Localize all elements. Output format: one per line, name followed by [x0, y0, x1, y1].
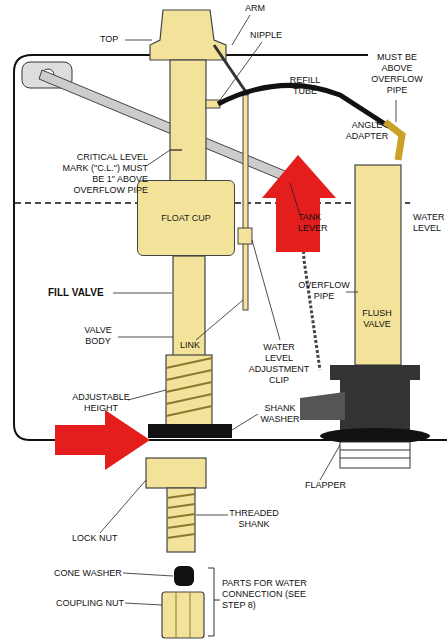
- adjustment-clip: [238, 228, 252, 244]
- leader-line: [290, 183, 300, 215]
- leader-line: [100, 480, 146, 533]
- thread-stripes: [166, 358, 212, 416]
- part-label: OVERFLOW PIPE: [298, 280, 350, 302]
- part-label: THREADED SHANK: [224, 508, 284, 530]
- leader-line: [220, 42, 262, 100]
- leader-line: [125, 603, 162, 605]
- flush-valve-shank: [340, 442, 410, 468]
- cone-washer: [174, 566, 194, 586]
- part-label: NIPPLE: [250, 30, 300, 41]
- part-label: REFILL TUBE: [285, 75, 325, 97]
- leader-line: [396, 100, 397, 122]
- leader-line: [196, 515, 228, 516]
- part-label: WATER LEVEL ADJUSTMENT CLIP: [248, 342, 310, 386]
- leader-line: [128, 390, 166, 400]
- link-rod: [243, 95, 248, 310]
- overflow-pipe: [355, 165, 401, 365]
- part-label: MUST BE ABOVE OVERFLOW PIPE: [368, 52, 426, 96]
- leader-line: [232, 15, 250, 45]
- part-label: CONE WASHER: [54, 568, 134, 579]
- critical-level-mark: [170, 149, 182, 151]
- leader-line: [113, 293, 172, 294]
- part-label: WATER LEVEL: [413, 212, 447, 234]
- nut-facets: [176, 592, 190, 638]
- leader-lines: [100, 15, 396, 605]
- float-cup: FLOAT CUP: [137, 180, 235, 256]
- tank-wall: [14, 72, 447, 440]
- leader-line: [320, 445, 340, 480]
- part-label: COUPLING NUT: [56, 598, 136, 609]
- adjustable-section: [166, 355, 212, 425]
- shank-washer: [148, 424, 232, 438]
- leader-line: [118, 337, 173, 338]
- part-label: SHANK WASHER: [254, 403, 306, 425]
- part-label: VALVE BODY: [76, 325, 120, 347]
- leader-line: [148, 150, 170, 165]
- part-label: PARTS FOR WATER CONNECTION (SEE STEP 8): [222, 578, 308, 611]
- leader-line: [196, 300, 243, 340]
- leader-line: [232, 414, 258, 430]
- part-label: LOCK NUT: [72, 533, 132, 544]
- flapper-hinge: [300, 392, 345, 420]
- valve-shaft: [170, 60, 206, 182]
- part-label: FLAPPER: [305, 480, 355, 491]
- arm-rod: [214, 45, 248, 95]
- red-arrow: [55, 410, 150, 470]
- leader-line: [123, 573, 173, 576]
- red-arrow: [262, 155, 336, 252]
- part-label: LINK: [180, 340, 210, 351]
- part-label: CRITICAL LEVEL MARK ("C.L.") MUST BE 1" …: [56, 152, 148, 196]
- part-label: ADJUSTABLE HEIGHT: [70, 392, 132, 414]
- part-label: TOP: [100, 34, 130, 45]
- flush-valve-threads: [340, 450, 410, 458]
- leader-line: [252, 240, 280, 340]
- valve-top: [150, 10, 226, 60]
- part-label: TANK LEVER: [298, 212, 338, 234]
- nipple: [206, 100, 220, 108]
- threaded-shank: [167, 488, 195, 552]
- leader-line: [125, 40, 152, 41]
- shank-threads: [167, 494, 195, 538]
- part-label: ANGLE ADAPTER: [342, 120, 392, 142]
- coupling-nut: [162, 592, 204, 638]
- bracket: [208, 568, 220, 636]
- lock-nut: [146, 458, 206, 488]
- part-label: FILL VALVE: [48, 287, 128, 298]
- part-label: ARM: [245, 3, 285, 14]
- node-text: FLOAT CUP: [161, 213, 211, 224]
- part-label: FLUSH VALVE: [356, 308, 398, 330]
- leader-line: [346, 292, 358, 293]
